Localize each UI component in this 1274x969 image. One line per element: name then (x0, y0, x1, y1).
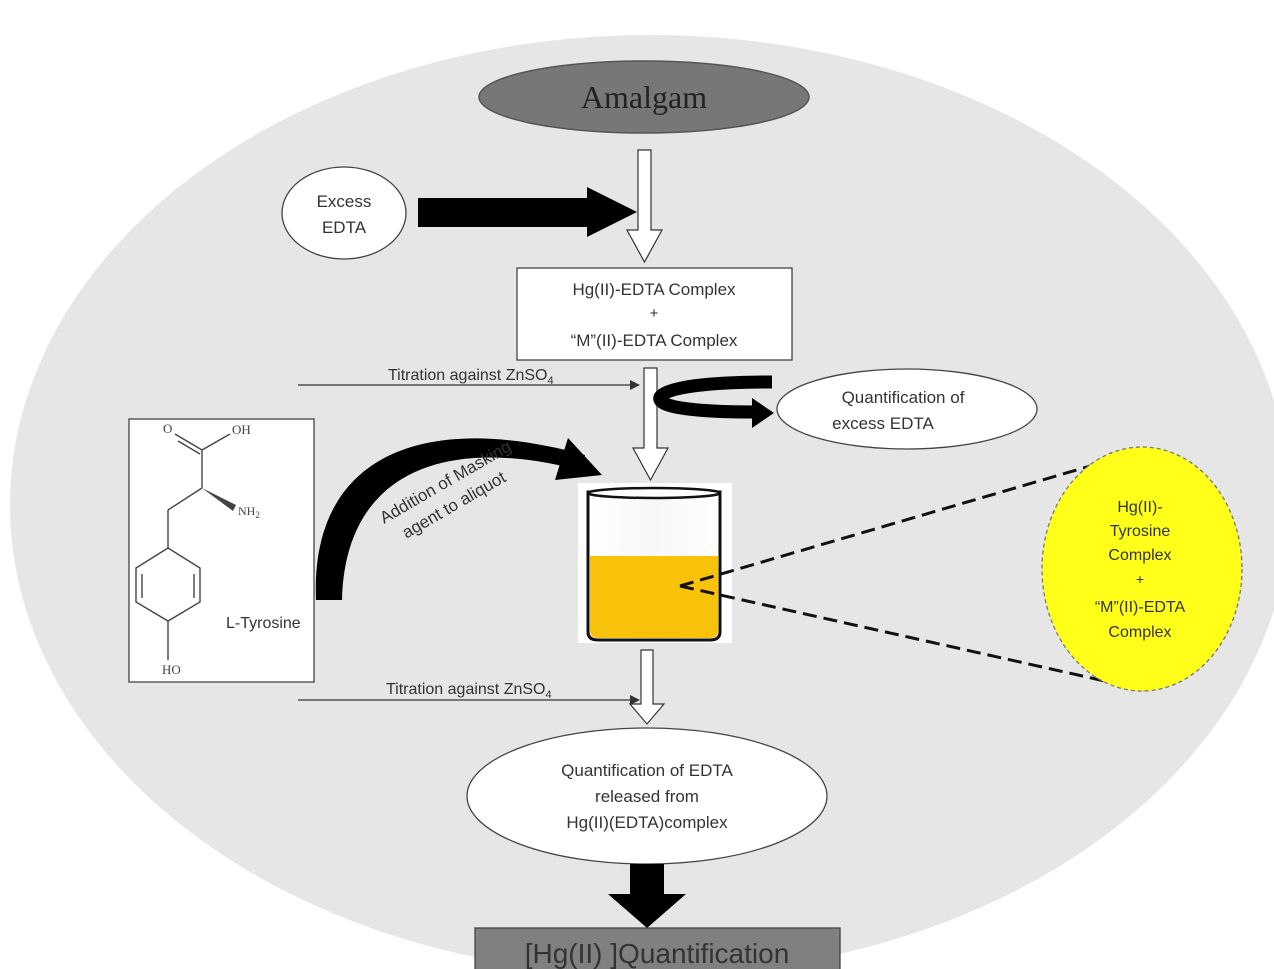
hollow-arrow-to-quant (628, 649, 666, 725)
quant-released-node: Quantification of EDTA released from Hg(… (466, 727, 828, 865)
quant-excess-line-1: Quantification of (842, 388, 965, 407)
tyr-complex-line-3: Complex (1108, 547, 1171, 564)
thick-arrow-to-final (608, 864, 686, 928)
masking-arrow (315, 438, 585, 600)
quant-released-line-2: released from (595, 787, 699, 806)
complex-line-2: + (650, 305, 659, 322)
quant-released-line-1: Quantification of EDTA (561, 761, 733, 780)
beaker-liquid (590, 556, 718, 638)
amalgam-node: Amalgam (478, 60, 810, 134)
quant-excess-node: Quantification of excess EDTA (776, 368, 1038, 450)
beaker-icon (578, 483, 732, 643)
thick-arrow-excess-edta (418, 187, 637, 237)
titration-label-2: Titration against ZnSO4 (386, 681, 552, 701)
tyr-complex-line-2: Tyrosine (1110, 523, 1171, 540)
amalgam-label: Amalgam (581, 79, 707, 115)
final-label: [Hg(II) ]Quantification (525, 938, 790, 969)
titration-arrowhead-2 (630, 695, 640, 705)
carbonyl-o-label: O (163, 421, 172, 436)
complex-box: Hg(II)-EDTA Complex + “M”(II)-EDTA Compl… (516, 267, 793, 361)
excess-edta-line-2: EDTA (322, 218, 367, 237)
quant-released-line-3: Hg(II)(EDTA)complex (566, 813, 728, 832)
zoom-line-top (679, 448, 1146, 588)
zoom-line-bottom (679, 584, 1146, 692)
final-quantification-box: [Hg(II) ]Quantification (474, 927, 841, 969)
excess-edta-node: Excess EDTA (281, 166, 407, 260)
tyr-complex-line-6: Complex (1108, 624, 1171, 641)
tyr-complex-line-1: Hg(II)- (1117, 499, 1162, 516)
complex-line-3: “M”(II)-EDTA Complex (571, 331, 738, 350)
tyrosine-bonds (135, 433, 231, 660)
titration-label-1: Titration against ZnSO4 (388, 367, 554, 387)
tyr-complex-line-5: “M”(II)-EDTA (1095, 599, 1186, 616)
tyr-complex-line-4: + (1136, 571, 1144, 587)
curved-arrowhead-excess (752, 398, 774, 428)
wedge-bond (202, 488, 236, 511)
complex-line-1: Hg(II)-EDTA Complex (572, 280, 736, 299)
masking-arrowhead (555, 438, 602, 480)
tyrosine-name: L-Tyrosine (226, 615, 301, 632)
tyrosine-complex-node: Hg(II)- Tyrosine Complex + “M”(II)-EDTA … (1041, 446, 1243, 692)
hydroxyl-label: OH (232, 422, 251, 437)
hollow-arrow-to-complex (625, 149, 664, 264)
amine-label: NH2 (238, 504, 260, 520)
titration-arrowhead-1 (630, 380, 640, 390)
phenol-label: HO (162, 662, 181, 677)
quant-excess-line-2: excess EDTA (832, 414, 934, 433)
curved-arrow-excess (653, 375, 773, 419)
l-tyrosine-structure: O OH NH2 HO L-Tyrosine (128, 418, 315, 683)
hollow-arrow-to-beaker (631, 367, 670, 482)
excess-edta-line-1: Excess (317, 192, 372, 211)
